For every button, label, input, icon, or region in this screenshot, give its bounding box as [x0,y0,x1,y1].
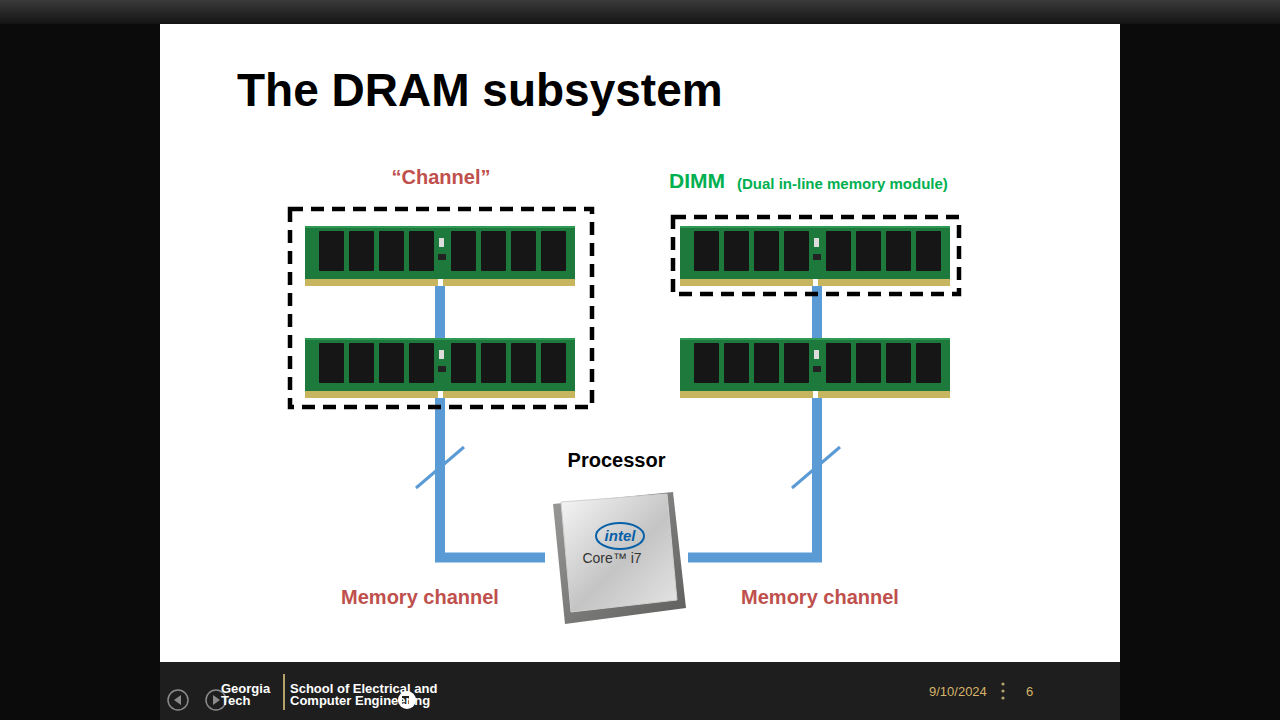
slide-number: 6 [1026,684,1033,699]
nav-button [168,690,188,710]
menu-dots [1001,696,1004,699]
school-name: School of Electrical and Computer Engine… [290,683,470,707]
slide-date: 9/10/2024 [929,684,987,699]
logo-text: Georgia Tech [221,683,283,707]
menu-dots [1001,689,1004,692]
dimm-module [305,226,575,286]
nav-arrow [213,695,220,705]
slide-page [160,24,1120,662]
memory-channel-bus [688,296,817,558]
nav-arrow [174,695,181,705]
bus-segment [435,282,445,342]
dimm-group: DIMM(Dual in-line memory module) [671,215,961,296]
dimm-module [680,338,950,398]
channel-heading: “Channel” [288,166,594,188]
window-top-bar [0,0,1280,24]
menu-dots [1001,682,1004,685]
bus-width-slash [792,447,840,488]
chip-substrate [553,492,686,624]
processor-chip: ProcessorintelCore™ i7 [545,490,688,625]
logo-divider [283,674,285,710]
dimm-description: (Dual in-line memory module) [737,175,948,193]
memory-channel-bus [440,409,545,558]
bus-width-slash [416,447,464,488]
dashed-outline [673,217,959,294]
channel-group-outline [288,207,594,409]
dimm-module [680,226,950,286]
slide-footer-bar [160,662,1120,720]
chip-brand: intel [590,527,650,545]
channel-label: Memory channel [341,585,499,609]
dashed-outline [290,209,592,407]
dimm-module [305,338,575,398]
chip-model: Core™ i7 [572,550,652,566]
dimm-group-outline [671,215,961,296]
processor-heading: Processor [545,448,688,472]
channel-group: “Channel” [288,207,594,409]
slide-title: The DRAM subsystem [237,67,723,113]
channel-label: Memory channel [741,585,899,609]
dimm-heading: DIMM [669,169,725,193]
chip-heatspreader [561,494,677,612]
